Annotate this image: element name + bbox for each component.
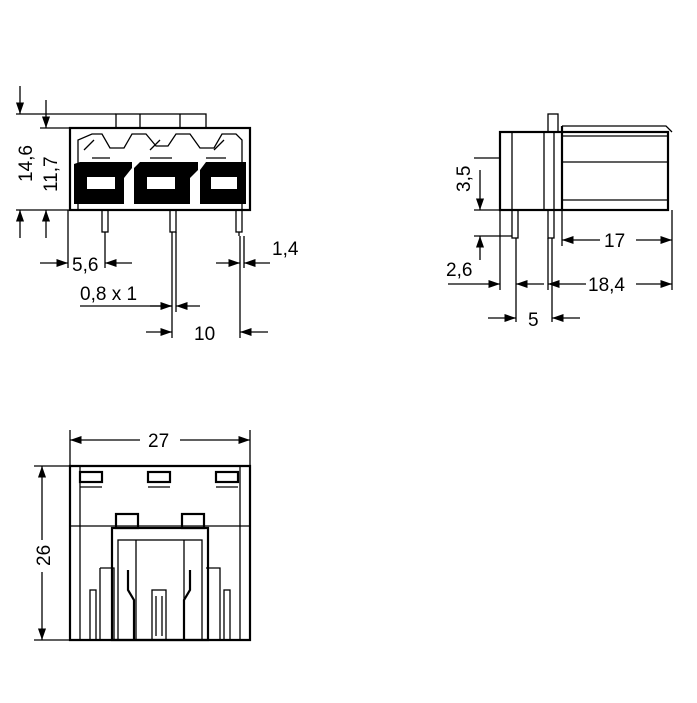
top-view: 27 26 (34, 430, 252, 642)
dim-body-depth: 17 (604, 231, 625, 252)
side-pin-left (511, 209, 519, 239)
dim-height-total: 14,6 (16, 145, 37, 182)
pin-right (235, 209, 243, 233)
front-housing-outline (68, 126, 252, 212)
dim-pin-spacing: 1,4 (272, 239, 299, 260)
front-inner-frame (77, 133, 243, 210)
side-view: 3,5 2,6 17 18,4 5 (446, 113, 673, 331)
dim-pin-distance: 5 (528, 310, 539, 331)
side-body-outline (498, 130, 670, 212)
dim-width: 27 (148, 431, 169, 452)
dim-latch-height: 3,5 (454, 166, 475, 192)
pin-middle (169, 209, 177, 233)
dim-total-depth: 18,4 (588, 275, 625, 296)
front-latch-outline (115, 113, 207, 129)
dim-pin-section: 0,8 x 1 (80, 284, 137, 305)
dim-depth: 26 (34, 545, 55, 566)
front-view: 14,6 11,7 5,6 1,4 0,8 x 1 10 (15, 86, 299, 345)
dim-pin-offset: 5,6 (72, 255, 98, 276)
pin-left (101, 209, 109, 233)
dim-height-body: 11,7 (41, 156, 62, 192)
top-outline (68, 464, 252, 642)
dim-pitch: 10 (194, 324, 215, 345)
top-latch-frame (110, 526, 210, 642)
side-pin-right (547, 209, 555, 239)
side-latch (547, 113, 559, 133)
dim-pin-length: 2,6 (446, 260, 472, 281)
